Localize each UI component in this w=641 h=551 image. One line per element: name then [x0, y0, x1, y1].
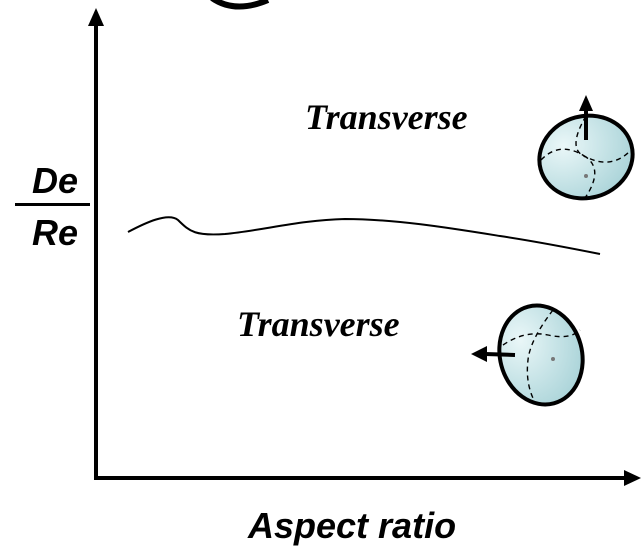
x-axis-label: Aspect ratio [248, 505, 456, 547]
region-label-upper: Transverse [305, 96, 468, 138]
y-axis-arrowhead [88, 8, 104, 26]
upper-ellipsoid-icon [530, 95, 641, 209]
x-axis-arrowhead [624, 470, 641, 486]
y-axis-fraction-bar [15, 203, 90, 206]
top-partial-shape [212, 0, 268, 7]
lower-ellipsoid-icon [471, 296, 594, 414]
y-axis-label-denominator: Re [15, 212, 95, 254]
y-axis-label-numerator: De [15, 160, 95, 202]
boundary-curve [128, 217, 600, 254]
region-label-lower: Transverse [237, 303, 400, 345]
